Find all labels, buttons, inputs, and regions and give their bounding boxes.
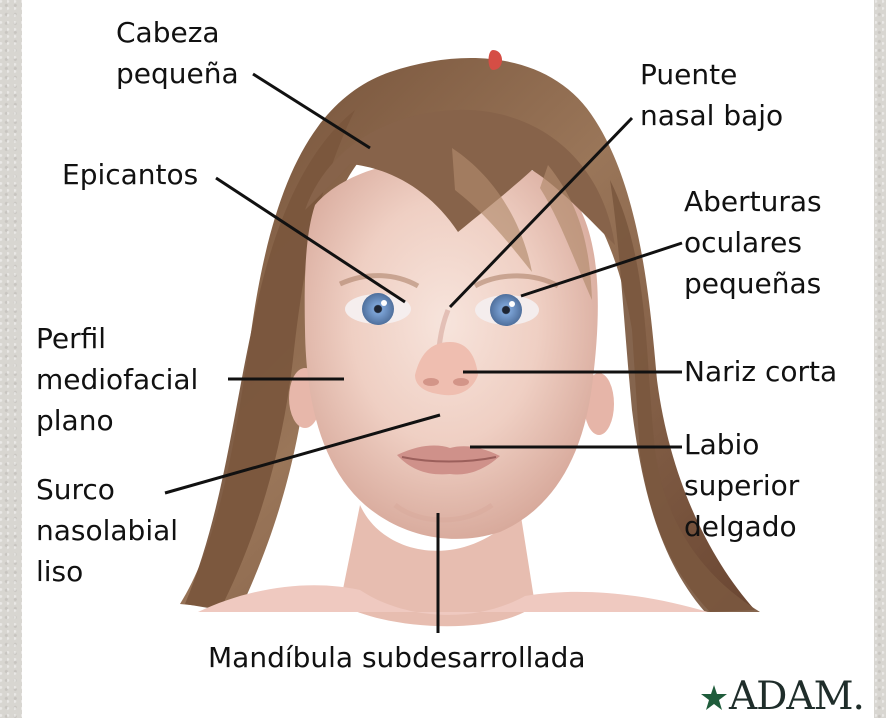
cabeza-label-line-1: Cabeza [116, 12, 239, 53]
puente-label-line-2: nasal bajo [640, 95, 783, 136]
puente-label-line-1: Puente [640, 54, 783, 95]
aberturas-label-line-2: oculares [684, 222, 822, 263]
epicantos-label: Epicantos [62, 154, 198, 195]
aberturas-label-line-3: pequeñas [684, 263, 822, 304]
adam-star-icon [700, 684, 728, 712]
adam-logo: ADAM. [700, 676, 886, 718]
epicantos-label-line-1: Epicantos [62, 154, 198, 195]
labio-label: Labio superior delgado [684, 424, 799, 547]
surco-label: Surco nasolabial liso [36, 469, 178, 592]
right-iris [490, 294, 522, 326]
surco-label-line-1: Surco [36, 469, 178, 510]
cabeza-label-line-2: pequeña [116, 53, 239, 94]
labio-label-line-2: superior [684, 465, 799, 506]
girl-illustration [180, 50, 760, 626]
mandibula-label-line-1: Mandíbula subdesarrollada [208, 637, 586, 678]
left-iris [362, 293, 394, 325]
perfil-label-line-3: plano [36, 400, 198, 441]
puente-label: Puente nasal bajo [640, 54, 783, 136]
right-eye-reflection [509, 301, 515, 307]
left-eye-reflection [381, 300, 387, 306]
aberturas-label-line-1: Aberturas [684, 181, 822, 222]
surco-label-line-2: nasolabial [36, 510, 178, 551]
left-nostril [423, 378, 439, 386]
aberturas-label: Aberturas oculares pequeñas [684, 181, 822, 304]
perfil-label-line-2: mediofacial [36, 359, 198, 400]
adam-logo-text: ADAM. [729, 676, 864, 718]
labio-label-line-3: delgado [684, 506, 799, 547]
perfil-label-line-1: Perfil [36, 318, 198, 359]
perfil-label: Perfil mediofacial plano [36, 318, 198, 441]
right-nostril [453, 378, 469, 386]
labio-label-line-1: Labio [684, 424, 799, 465]
nariz-label: Nariz corta [684, 351, 837, 392]
surco-label-line-3: liso [36, 551, 178, 592]
nariz-label-line-1: Nariz corta [684, 351, 837, 392]
cabeza-label: Cabeza pequeña [116, 12, 239, 94]
mandibula-label: Mandíbula subdesarrollada [208, 637, 586, 678]
